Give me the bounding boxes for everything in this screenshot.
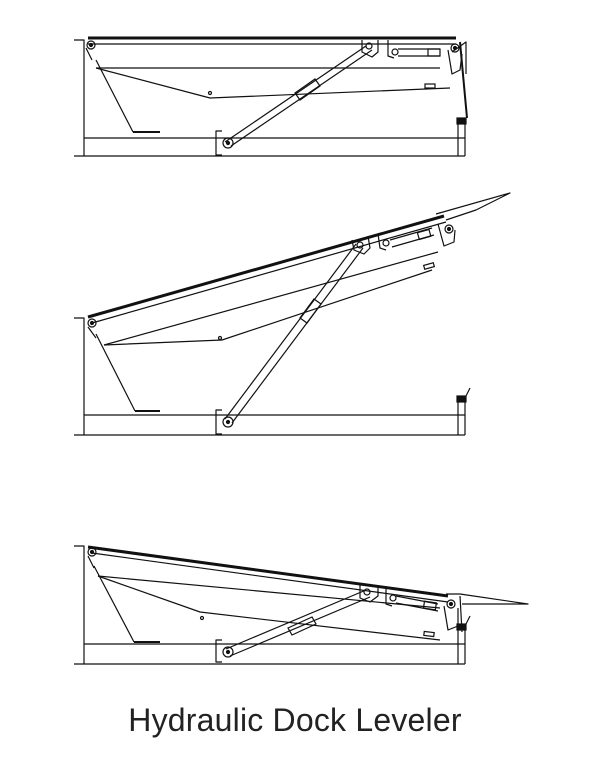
deck-substructure — [95, 251, 439, 412]
raised-position-view — [74, 192, 511, 436]
upper-clevis — [361, 40, 379, 58]
upper-clevis — [351, 235, 371, 255]
lip-cylinder — [385, 588, 439, 612]
deck-plate — [88, 36, 456, 45]
lip — [447, 41, 468, 119]
deck-plate — [87, 214, 447, 324]
base-bracket — [215, 130, 234, 156]
rear-hinge — [85, 40, 96, 61]
hydraulic-cylinder — [224, 45, 373, 147]
lip-cylinder — [377, 227, 435, 251]
figure-caption: Hydraulic Dock Leveler — [128, 702, 462, 738]
pit-frame — [74, 317, 471, 436]
upper-clevis — [359, 584, 379, 603]
deck-substructure — [95, 59, 451, 133]
pit-frame — [74, 39, 467, 157]
rear-hinge — [87, 547, 97, 569]
lip — [443, 593, 529, 633]
below-dock-position-view — [74, 545, 529, 665]
stored-position-view — [74, 36, 468, 157]
deck-substructure — [93, 565, 441, 643]
base-bracket — [215, 639, 234, 663]
lip — [435, 192, 511, 247]
base-bracket — [215, 409, 234, 435]
hydraulic-cylinder — [225, 589, 371, 657]
deck-plate — [87, 545, 449, 603]
lip-cylinder — [387, 40, 441, 59]
rear-hinge — [87, 318, 97, 339]
hydraulic-cylinder — [224, 243, 364, 424]
